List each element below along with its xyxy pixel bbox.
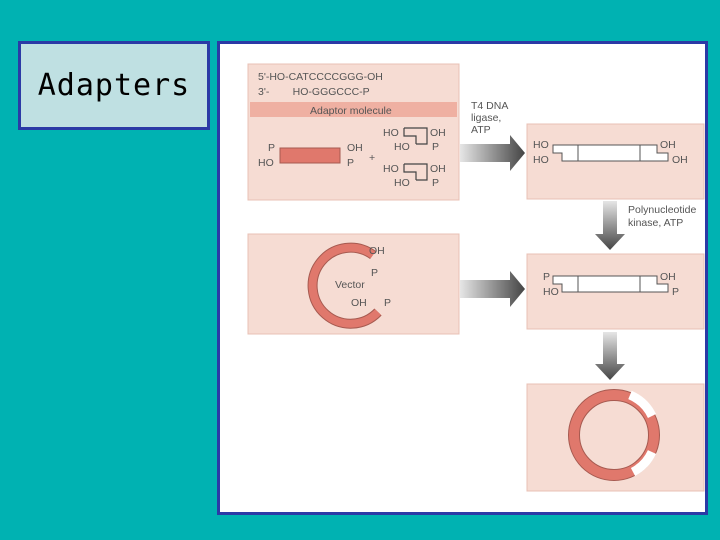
recombinant-plasmid-panel [526, 383, 705, 492]
blunt-fragment [279, 147, 341, 164]
kinase-step: Polynucleotide kinase, ATP [595, 201, 696, 250]
vector-ring [308, 243, 381, 328]
kinase-arrow [595, 201, 625, 250]
figure-frame: 5'-HO-CATCCCCGGG-OH 3'- HO-GGGCCC-P Adap… [217, 41, 708, 515]
ligase-label-line3: ATP [471, 124, 491, 136]
p4-ho-bottom: HO [543, 286, 559, 298]
ligase-arrow [460, 135, 525, 171]
plasmid-insert-2 [630, 449, 657, 476]
ligated-fragment-panel: HO HO OH OH [526, 123, 705, 200]
adaptor-label: Adaptor molecule [310, 105, 392, 117]
vector-label: Vector [335, 279, 365, 291]
fragment-right-oh: OH [347, 142, 363, 154]
p2-ligated-fragment [552, 144, 669, 162]
vector-p-bottom: P [384, 297, 391, 309]
adaptor-label-band [250, 102, 457, 117]
slide-title: Adapters [37, 68, 191, 103]
vector-panel: OH P OH P Vector [247, 233, 460, 335]
p4-p-bottom: P [672, 286, 679, 298]
adaptor2-p-bottom: P [432, 177, 439, 189]
kinase-label-line2: kinase, ATP [628, 217, 683, 229]
sequence-top: 5'-HO-CATCCCCGGG-OH [258, 71, 383, 83]
vector-oh-bottom: OH [351, 297, 367, 309]
plasmid-insert [628, 390, 657, 419]
adaptor-panel: 5'-HO-CATCCCCGGG-OH 3'- HO-GGGCCC-P Adap… [247, 63, 460, 201]
fragment-right-p: P [347, 157, 354, 169]
adaptor1-oh-top: OH [430, 127, 446, 139]
p4-p-top: P [543, 271, 550, 283]
kinase-label-line1: Polynucleotide [628, 204, 696, 216]
adaptor2-shape [404, 163, 428, 181]
vector-arrow [460, 271, 525, 307]
vector-p-top: P [371, 267, 378, 279]
ligation-arrow [595, 332, 625, 380]
p2-ho-top: HO [533, 139, 549, 151]
adaptor2-ho-bottom: HO [394, 177, 410, 189]
plus-sign: + [369, 152, 375, 164]
p2-ho-bottom: HO [533, 154, 549, 166]
ligase-step: T4 DNA ligase, ATP [460, 100, 525, 171]
vector-oh-top: OH [369, 245, 385, 257]
p2-oh-bottom: OH [672, 154, 688, 166]
plasmid-ring [569, 390, 659, 480]
slide-title-box: Adapters [18, 41, 210, 130]
sequence-bottom: 3'- HO-GGGCCC-P [258, 86, 370, 98]
adaptor2-oh-top: OH [430, 163, 446, 175]
fragment-left-p: P [268, 142, 275, 154]
adaptor1-ho-top: HO [383, 127, 399, 139]
adaptor1-p-bottom: P [432, 141, 439, 153]
ligase-label-line1: T4 DNA [471, 100, 508, 112]
phosphorylated-fragment-panel: P HO OH P [526, 253, 705, 330]
fragment-left-ho: HO [258, 157, 274, 169]
adaptor1-shape [404, 127, 428, 145]
adaptor1-ho-bottom: HO [394, 141, 410, 153]
p4-phosphorylated-fragment [552, 275, 669, 293]
adapter-diagram: 5'-HO-CATCCCCGGG-OH 3'- HO-GGGCCC-P Adap… [247, 63, 705, 492]
ligase-label-line2: ligase, [471, 112, 501, 124]
adaptor2-ho-top: HO [383, 163, 399, 175]
p4-oh-top: OH [660, 271, 676, 283]
p2-oh-top: OH [660, 139, 676, 151]
